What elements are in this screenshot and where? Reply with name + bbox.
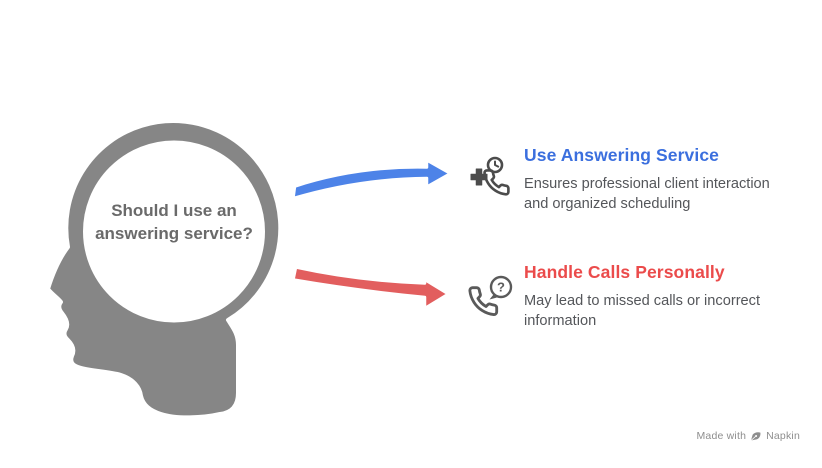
thought-question: Should I use an answering service?	[95, 201, 253, 243]
head-silhouette	[46, 119, 283, 420]
option-text-block: Use Answering Service Ensures profession…	[524, 145, 796, 214]
option-title: Handle Calls Personally	[524, 262, 725, 282]
made-with-label: Made with	[696, 430, 747, 442]
option-description: May lead to missed calls or incorrect in…	[524, 293, 761, 329]
napkin-brand-label: Napkin	[766, 430, 800, 442]
option-text-block: Handle Calls Personally May lead to miss…	[524, 262, 796, 331]
phone-plus-clock-icon	[470, 156, 510, 196]
phone-question-icon: ?	[468, 275, 513, 317]
made-with-napkin-badge[interactable]: Made with Napkin	[696, 430, 800, 442]
option-description: Ensures professional client interaction …	[524, 176, 770, 212]
option-use-answering-service: Use Answering Service Ensures profession…	[466, 145, 816, 235]
arrow-to-handle-personally	[292, 266, 450, 310]
pen-nib-icon	[750, 432, 761, 441]
question-mark-glyph: ?	[497, 280, 505, 295]
arrow-to-answering-service	[292, 159, 452, 200]
option-title: Use Answering Service	[524, 145, 720, 165]
option-handle-calls-personally: ? Handle Calls Personally May lead to mi…	[466, 262, 816, 352]
